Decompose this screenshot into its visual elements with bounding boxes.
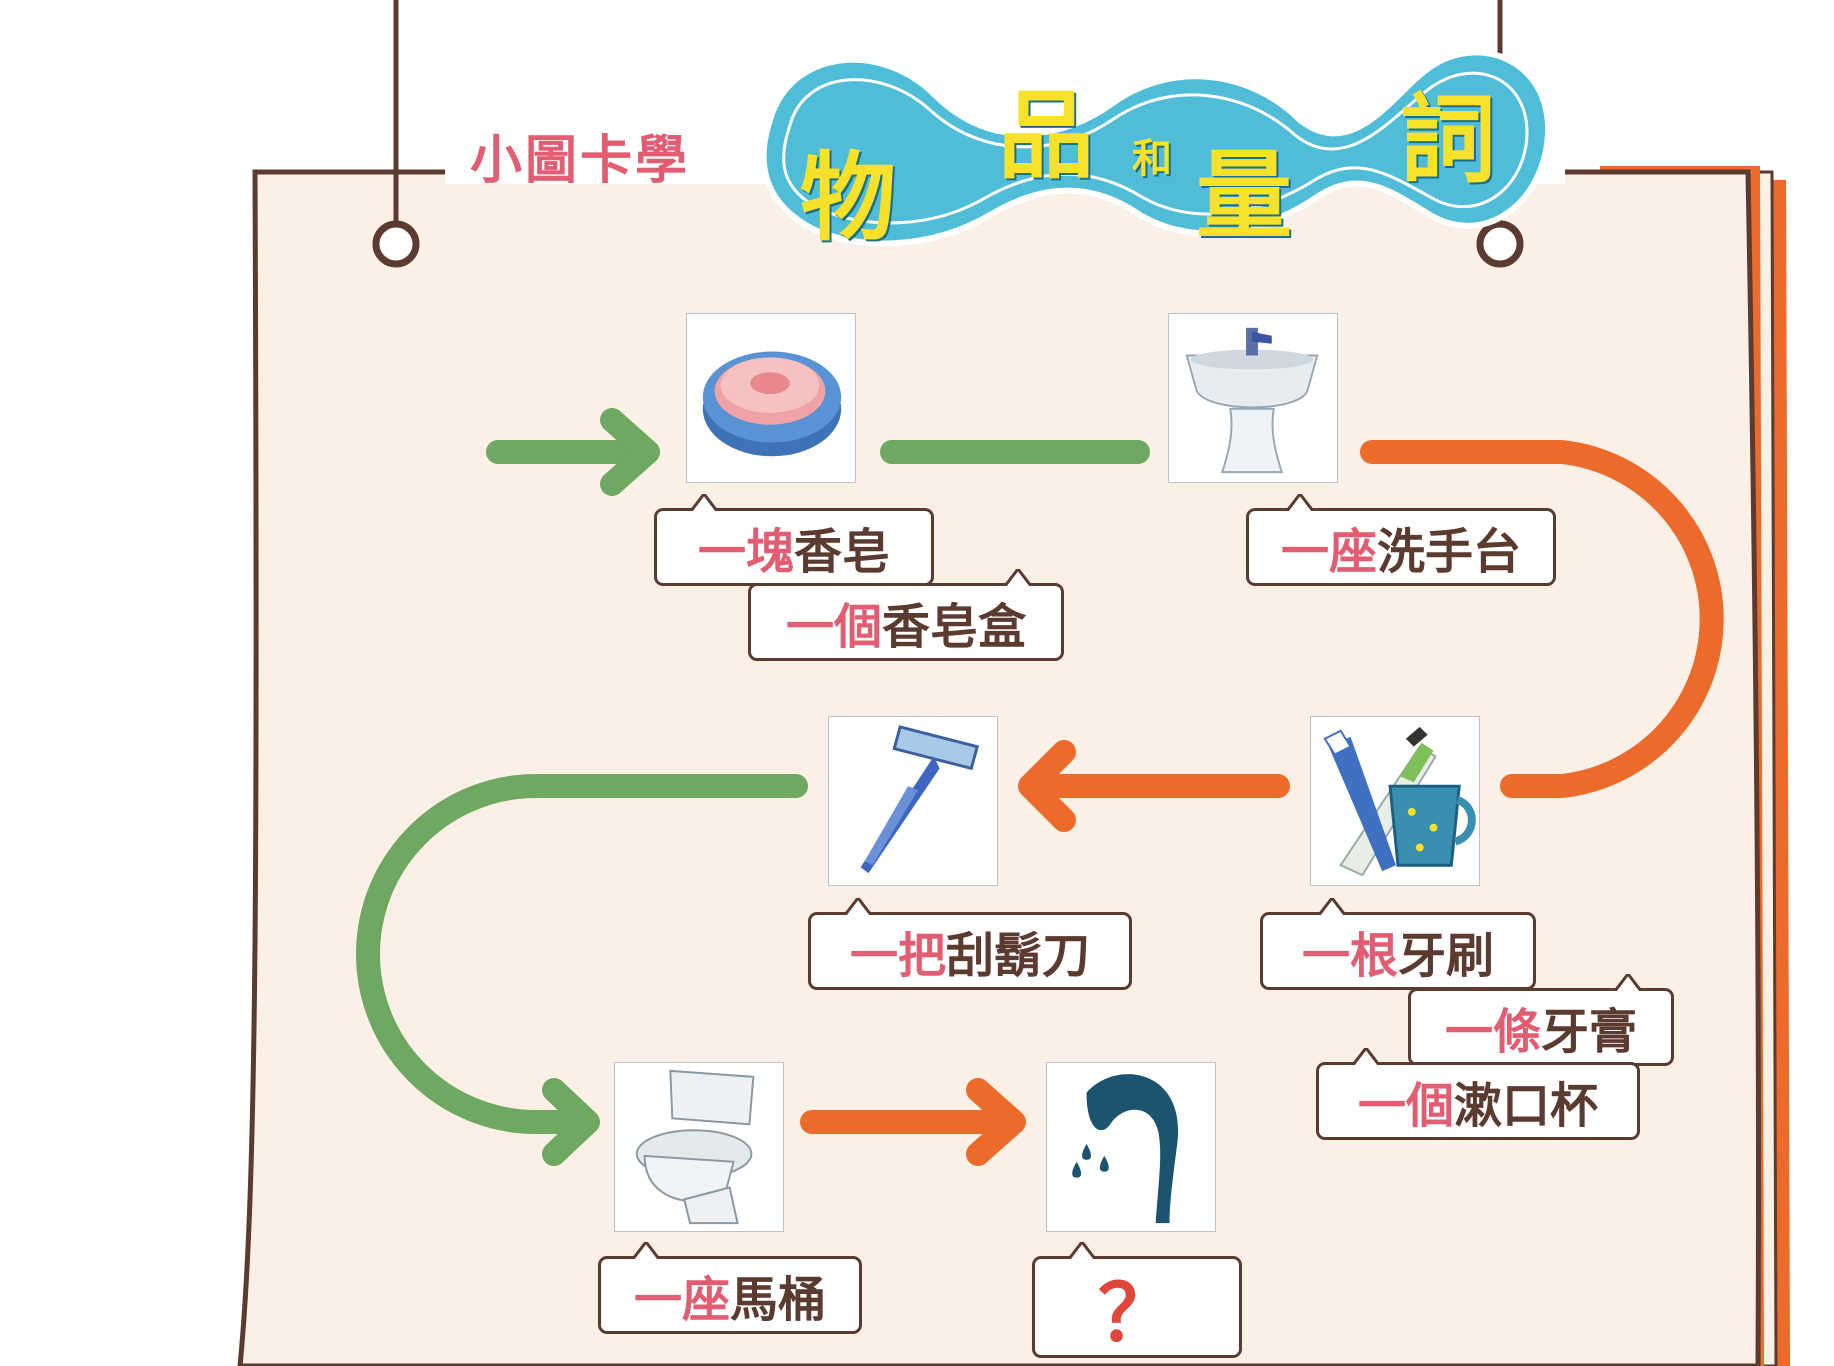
ring-hole-right: [1476, 220, 1524, 268]
arrowhead-soap: [600, 408, 660, 496]
title-char-3: 和: [1132, 136, 1172, 182]
measure-word: 一座: [633, 1272, 730, 1328]
label-toilet: 一座馬桶: [598, 1242, 862, 1334]
title-prefix: 小圖卡學: [470, 131, 691, 191]
label-sink: 一座洗手台: [1246, 494, 1556, 586]
measure-word: 一塊: [697, 524, 794, 580]
noun-word: 香皂: [794, 524, 891, 580]
noun-word: 牙刷: [1398, 928, 1495, 984]
arrowhead-razor: [1018, 740, 1076, 832]
measure-word: 一根: [1301, 928, 1398, 984]
card-toothbrush: [1310, 716, 1480, 886]
card-soap: [686, 313, 856, 483]
noun-word: 刮鬍刀: [946, 928, 1091, 984]
measure-word: 一座: [1280, 524, 1377, 580]
measure-word: 一把: [849, 928, 946, 984]
label-toothpaste: 一條牙膏: [1408, 974, 1674, 1066]
noun-word: 馬桶: [730, 1272, 827, 1328]
curve-razor-to-toilet: [356, 774, 808, 1134]
measure-word: 一個: [1357, 1078, 1454, 1134]
title-banner-outer: [760, 49, 1552, 247]
label-cup: 一個漱口杯: [1316, 1048, 1640, 1140]
measure-word: 一條: [1444, 1004, 1541, 1060]
toothbrush-toothpaste-cup-icon: [1323, 726, 1476, 877]
ring-hole-left: [372, 220, 420, 268]
title-banner-inner: [782, 71, 1529, 225]
label-razor: 一把刮鬍刀: [808, 898, 1132, 990]
title-char-5: 詞: [1400, 84, 1496, 196]
card-razor: [828, 716, 998, 886]
toilet-icon: [635, 1069, 755, 1225]
curve-sink-to-toothbrush: [1360, 440, 1724, 798]
question-mark: ？: [1097, 1268, 1176, 1359]
card-shower: [1046, 1062, 1216, 1232]
noun-word: 牙膏: [1541, 1004, 1638, 1060]
card-sink: [1168, 313, 1338, 483]
noun-word: 漱口杯: [1454, 1078, 1599, 1134]
noun-word: 香皂盒: [882, 599, 1027, 655]
label-shower-question[interactable]: ？: [1032, 1242, 1242, 1359]
paper-sheet: [237, 169, 1762, 1366]
shower-head-icon: [1072, 1074, 1179, 1224]
soap-in-dish-icon: [702, 351, 842, 457]
arrowhead-toilet: [542, 1078, 600, 1166]
card-toilet: [614, 1062, 784, 1232]
title-char-2: 品: [998, 80, 1094, 192]
title-char-4: 量: [1196, 140, 1292, 252]
arrowhead-shower: [966, 1078, 1026, 1166]
pedestal-sink-icon: [1185, 327, 1319, 474]
measure-word: 一個: [785, 599, 882, 655]
razor-icon: [860, 725, 980, 874]
label-soap: 一塊香皂: [654, 494, 934, 586]
title-char-1: 物: [800, 142, 896, 254]
label-soap-dish: 一個香皂盒: [748, 569, 1064, 661]
label-toothbrush: 一根牙刷: [1260, 898, 1536, 990]
noun-word: 洗手台: [1377, 524, 1522, 580]
